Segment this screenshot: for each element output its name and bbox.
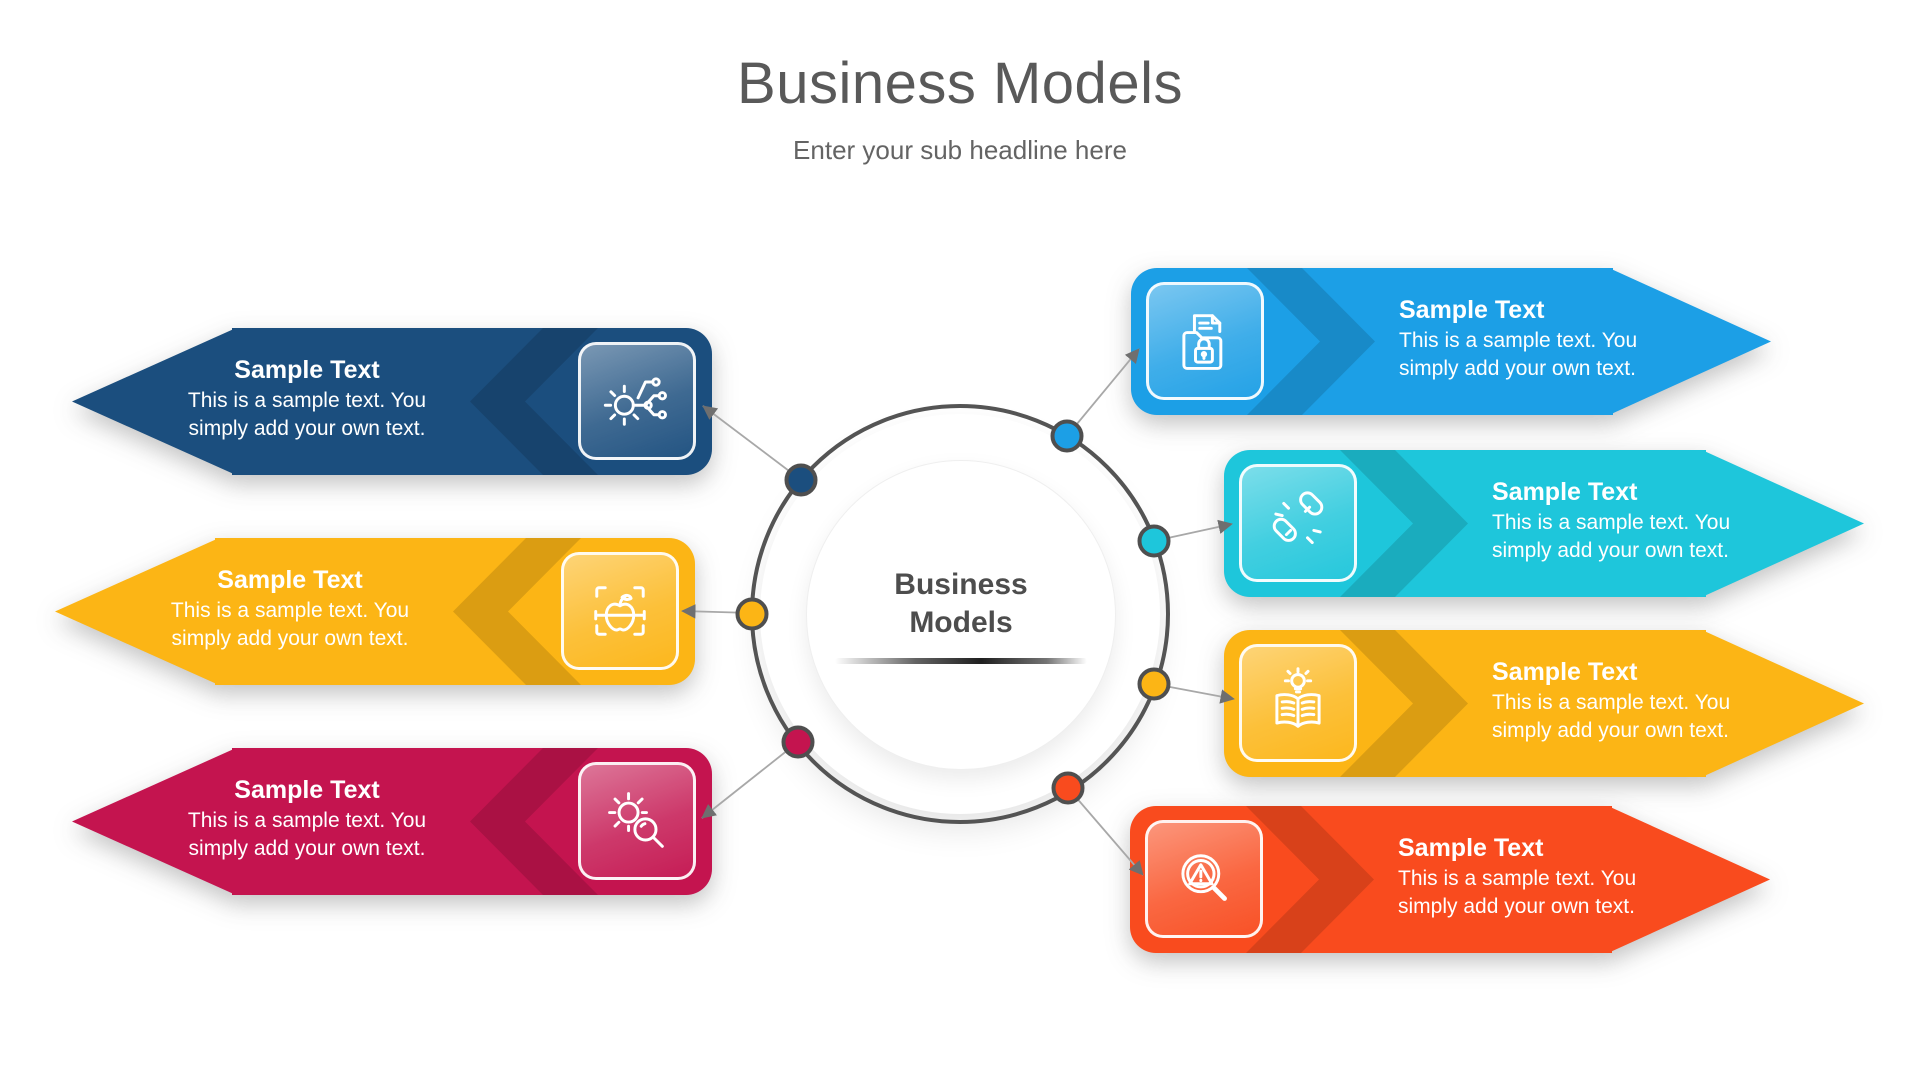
banner-body-line: This is a sample text. You — [187, 389, 427, 412]
banner-body-line: This is a sample text. You — [170, 599, 410, 622]
connector-4 — [1066, 348, 1140, 437]
banner-text: Sample Text This is a sample text. You s… — [1398, 831, 1748, 921]
banner-1[interactable]: Sample Text This is a sample text. You s… — [72, 328, 712, 475]
connector-5 — [1153, 519, 1233, 542]
secure-document-icon — [1146, 282, 1264, 400]
connector-1 — [702, 405, 802, 481]
banner-4[interactable]: Sample Text This is a sample text. You s… — [1131, 268, 1771, 415]
banner-title: Sample Text — [234, 356, 380, 384]
banner-body-line: This is a sample text. You — [1492, 511, 1731, 534]
banner-body-line: This is a sample text. You — [1399, 329, 1638, 352]
banner-title: Sample Text — [1398, 834, 1544, 862]
banner-2[interactable]: Sample Text This is a sample text. You s… — [55, 538, 695, 685]
center-divider — [835, 658, 1087, 664]
banner-body-line: This is a sample text. You — [1492, 691, 1731, 714]
gear-search-icon — [578, 762, 696, 880]
banner-body-line: simply add your own text. — [171, 627, 409, 650]
center-circle: Business Models — [806, 460, 1116, 770]
banner-body-line: simply add your own text. — [188, 417, 426, 440]
page-subtitle: Enter your sub headline here — [793, 135, 1127, 165]
banner-text: Sample Text This is a sample text. You s… — [102, 773, 512, 863]
banner-title: Sample Text — [1399, 296, 1545, 324]
banner-body-line: simply add your own text. — [1492, 539, 1729, 562]
apple-scan-icon — [561, 552, 679, 670]
gear-circuit-icon — [578, 342, 696, 460]
center-title-line1: Business — [894, 568, 1028, 601]
banner-text: Sample Text This is a sample text. You s… — [85, 563, 495, 653]
search-warning-icon — [1145, 820, 1263, 938]
banner-title: Sample Text — [234, 776, 380, 804]
banner-text: Sample Text This is a sample text. You s… — [1492, 655, 1842, 745]
banner-3[interactable]: Sample Text This is a sample text. You s… — [72, 748, 712, 895]
header: Business Models Enter your sub headline … — [0, 0, 1920, 166]
banner-body-line: This is a sample text. You — [1398, 867, 1637, 890]
banner-text: Sample Text This is a sample text. You s… — [102, 353, 512, 443]
center-title-line2: Models — [909, 606, 1013, 639]
connector-3 — [701, 741, 799, 819]
banner-body — [215, 538, 695, 685]
banner-title: Sample Text — [1492, 658, 1638, 686]
page-title: Business Models — [737, 51, 1183, 116]
banner-body-line: simply add your own text. — [188, 837, 426, 860]
banner-body — [1224, 450, 1706, 597]
broken-link-icon — [1239, 464, 1357, 582]
banner-body — [1131, 268, 1613, 415]
banner-body-line: simply add your own text. — [1398, 895, 1635, 918]
banner-title: Sample Text — [217, 566, 363, 594]
banner-text: Sample Text This is a sample text. You s… — [1492, 475, 1842, 565]
book-bulb-icon — [1239, 644, 1357, 762]
banner-text: Sample Text This is a sample text. You s… — [1399, 293, 1749, 383]
banner-title: Sample Text — [1492, 478, 1638, 506]
banner-6[interactable]: Sample Text This is a sample text. You s… — [1224, 630, 1864, 777]
banner-7[interactable]: Sample Text This is a sample text. You s… — [1130, 806, 1770, 953]
banner-5[interactable]: Sample Text This is a sample text. You s… — [1224, 450, 1864, 597]
banner-body-line: This is a sample text. You — [187, 809, 427, 832]
connector-6 — [1153, 683, 1235, 704]
banner-body-line: simply add your own text. — [1399, 357, 1636, 380]
banner-body-line: simply add your own text. — [1492, 719, 1729, 742]
